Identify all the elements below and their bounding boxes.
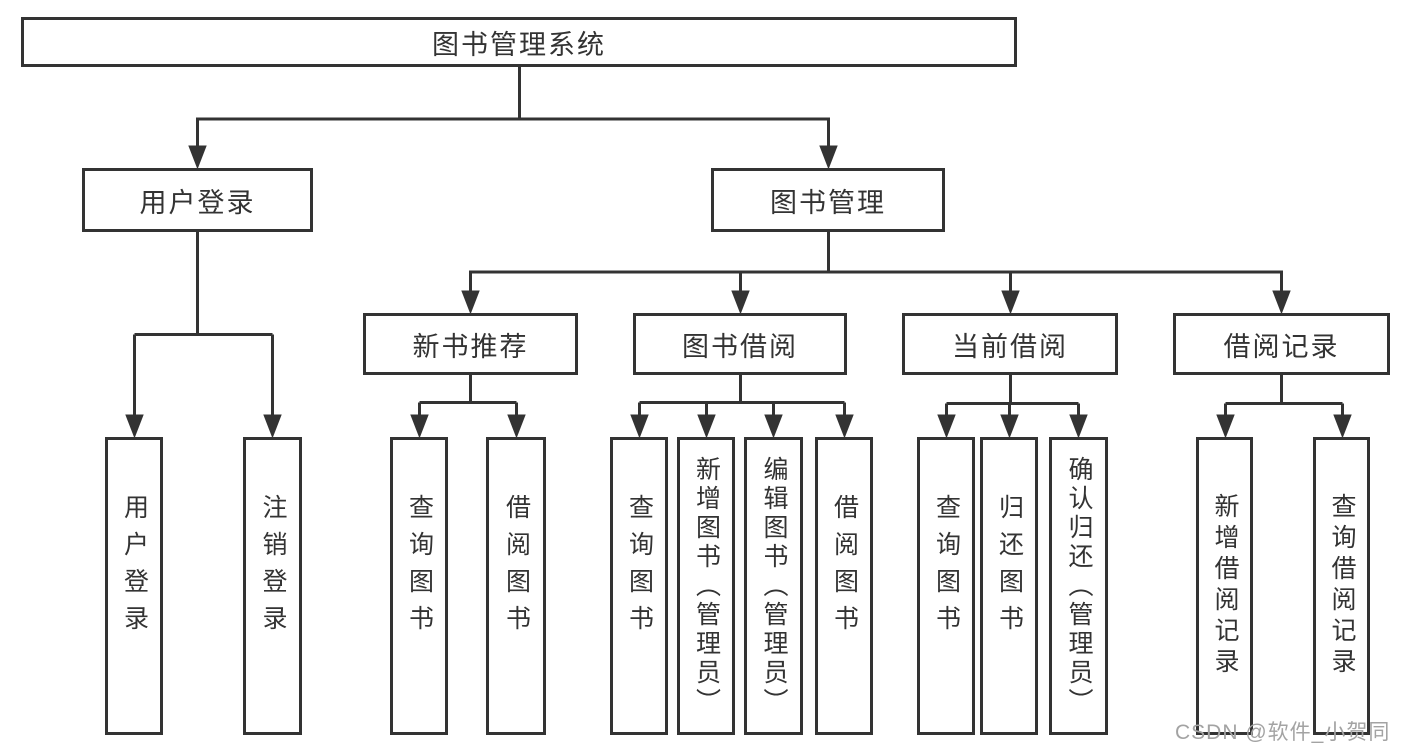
leaf-user-login-label: 用户登录 <box>120 494 149 642</box>
leaf-query-books-recommend-label: 查询图书 <box>405 494 434 642</box>
leaf-return-books-label: 归还图书 <box>995 494 1024 642</box>
node-user-login: 用户登录 <box>82 168 313 232</box>
node-root: 图书管理系统 <box>21 17 1017 67</box>
leaf-query-books-current-label: 查询图书 <box>932 494 961 642</box>
leaf-query-books-current: 查询图书 <box>917 437 975 735</box>
leaf-borrow-books-recommend-label: 借阅图书 <box>502 494 531 642</box>
node-current-borrow: 当前借阅 <box>902 313 1118 375</box>
node-new-book-recommend-label: 新书推荐 <box>412 331 529 362</box>
leaf-add-borrow-record: 新增借阅记录 <box>1196 437 1253 735</box>
node-book-management-label: 图书管理 <box>770 187 886 218</box>
node-current-borrow-label: 当前借阅 <box>952 331 1068 362</box>
leaf-query-books-borrow-label: 查询图书 <box>625 494 654 642</box>
node-book-management: 图书管理 <box>711 168 945 232</box>
node-book-borrow-label: 图书借阅 <box>682 331 798 362</box>
leaf-return-books: 归还图书 <box>980 437 1038 735</box>
leaf-add-books-admin: 新增图书（管理员） <box>677 437 735 735</box>
leaf-add-borrow-record-label: 新增借阅记录 <box>1211 493 1239 679</box>
leaf-confirm-return-admin-label: 确认归还（管理员） <box>1065 455 1093 717</box>
leaf-confirm-return-admin: 确认归还（管理员） <box>1049 437 1108 735</box>
leaf-borrow-books-recommend: 借阅图书 <box>486 437 546 735</box>
leaf-query-borrow-record-label: 查询借阅记录 <box>1328 493 1356 679</box>
leaf-logout: 注销登录 <box>243 437 302 735</box>
leaf-query-borrow-record: 查询借阅记录 <box>1313 437 1370 735</box>
node-user-login-label: 用户登录 <box>139 187 256 218</box>
leaf-logout-label: 注销登录 <box>259 494 287 642</box>
leaf-borrow-books-label: 借阅图书 <box>830 494 859 642</box>
leaf-query-books-borrow: 查询图书 <box>610 437 668 735</box>
leaf-edit-books-admin: 编辑图书（管理员） <box>744 437 803 735</box>
leaf-add-books-admin-label: 新增图书（管理员） <box>692 455 721 717</box>
node-book-borrow: 图书借阅 <box>633 313 847 375</box>
node-new-book-recommend: 新书推荐 <box>363 313 578 375</box>
node-borrow-records-label: 借阅记录 <box>1223 331 1340 362</box>
leaf-user-login: 用户登录 <box>105 437 163 735</box>
node-borrow-records: 借阅记录 <box>1173 313 1390 375</box>
watermark: CSDN @软件_小贺同学 <box>1175 721 1391 744</box>
leaf-borrow-books: 借阅图书 <box>815 437 873 735</box>
node-root-label: 图书管理系统 <box>432 29 606 60</box>
leaf-edit-books-admin-label: 编辑图书（管理员） <box>760 455 788 717</box>
leaf-query-books-recommend: 查询图书 <box>390 437 448 735</box>
